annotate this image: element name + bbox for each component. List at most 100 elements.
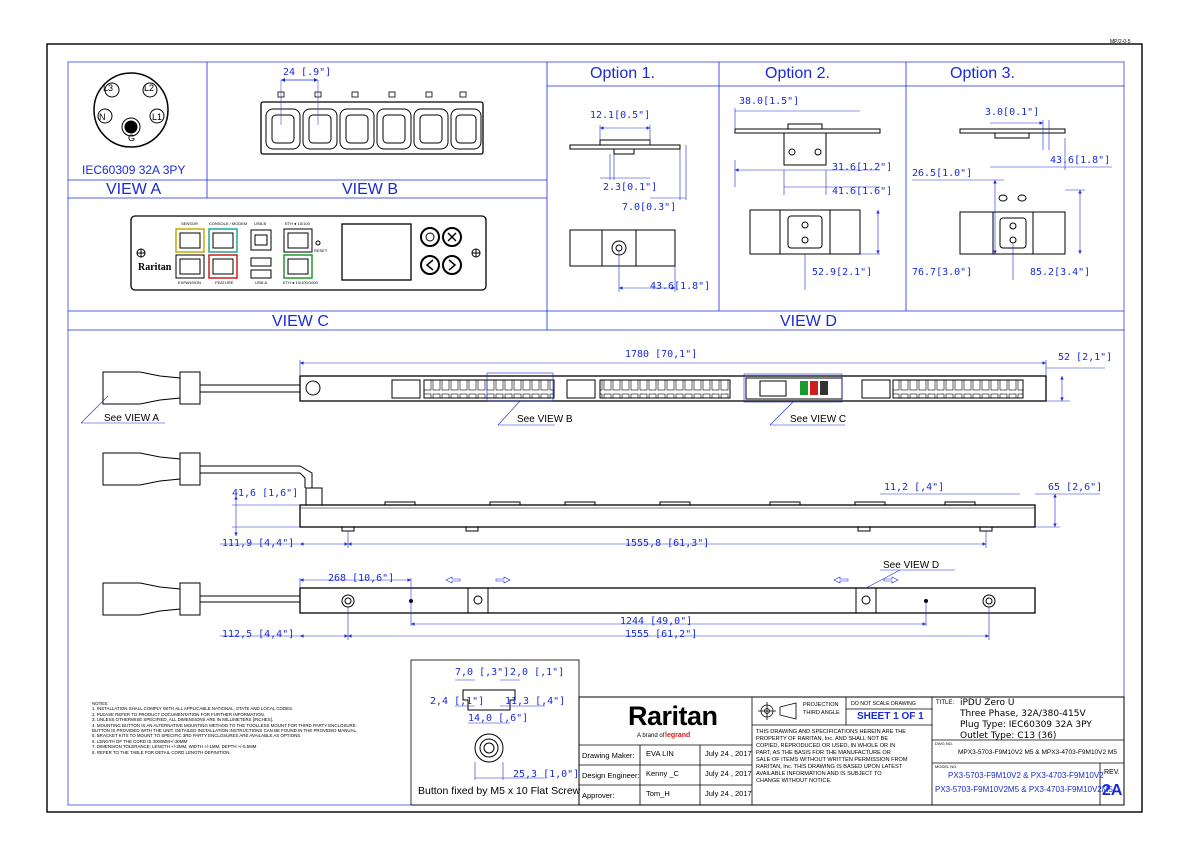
back-dim-pitch: 1555 [61,2"]: [625, 629, 698, 640]
dwg-label: DWG NO.: [935, 741, 953, 746]
back-dim-268: 268 [10,6"]: [328, 573, 395, 584]
pin-label-l3: L3: [103, 83, 114, 93]
view-a-label: VIEW A: [106, 181, 162, 198]
note-line: 7. DIMENSION TOLERANCE: LENGTH +/-3MM, W…: [92, 744, 257, 750]
panel-brand: Raritan: [138, 262, 172, 273]
btn-dim-1: 7,0 [,3"]: [455, 667, 510, 678]
option-1-drawing: [569, 125, 687, 292]
side-dim-depth: 65 [2,6"]: [1048, 482, 1103, 493]
option-1-title: Option 1.: [590, 65, 655, 82]
pin-label-l1: L1: [152, 112, 163, 122]
btn-dim-4: 11,3 [,4"]: [505, 696, 566, 707]
notes-title: NOTES:: [92, 701, 109, 706]
top-views-grid: [68, 62, 1124, 331]
back-dim-offset: 112,5 [4,4"]: [222, 629, 295, 640]
port-label-reset: RESET: [314, 248, 328, 253]
side-view-pdu: [102, 452, 1100, 548]
disclaimer-line: CHANGE WITHOUT NOTICE.: [756, 778, 832, 784]
btn-dim-5: 14,0 [,6"]: [468, 713, 529, 724]
logo-legrand: legrand: [665, 732, 691, 739]
btn-dim-2: 2,0 [,1"]: [510, 667, 565, 678]
opt2-dim-3: 41.6[1.6"]: [832, 186, 893, 197]
disclaimer-block: THIS DRAWING AND SPECIFICATIONS HEREIN A…: [756, 729, 932, 785]
disclaimer-line: SALE OF ITEMS WITHOUT WRITTEN PERMISSION…: [756, 757, 908, 763]
button-detail: [410, 659, 580, 806]
see-view-b: See VIEW B: [517, 414, 573, 425]
row-name: EVA LIN: [646, 749, 674, 758]
disclaimer-line: COPIED, REPRODUCED OR USED, IN WHOLE OR …: [756, 743, 896, 749]
row-date: July 24 , 2017: [705, 789, 752, 798]
projection-line-2: THIRD ANGLE: [803, 710, 840, 716]
opt2-dim-4: 52.9[2.1"]: [812, 267, 873, 278]
outer-frame: [46, 43, 1143, 813]
opt1-dim-3: 7.0[0.3"]: [622, 202, 677, 213]
model-label: MODEL NO.: [935, 764, 958, 769]
side-dim-offset: 111,9 [4,4"]: [222, 538, 295, 549]
back-dim-1244: 1244 [49,0"]: [620, 616, 693, 627]
row-role: Design Engineer:: [582, 771, 640, 780]
btn-dim-3: 2,4 [,1"]: [430, 696, 485, 707]
row-role: Approver:: [582, 791, 615, 800]
disclaimer-line: THIS DRAWING AND SPECIFICATIONS HEREIN A…: [756, 729, 907, 735]
note-line: 4. MOUNTING BUTTON IS AN ALTERNATIVE MOU…: [92, 722, 357, 728]
disclaimer-line: RARITAN, Inc. THIS DRAWING IS BASED UPON…: [756, 764, 903, 770]
see-view-d: See VIEW D: [883, 560, 940, 571]
pin-label-l2: L2: [144, 83, 155, 93]
title-line-2: Three Phase, 32A/380-415V: [960, 709, 1086, 719]
front-dim-width: 52 [2,1"]: [1058, 352, 1113, 363]
notes-block: NOTES: 1. INSTALLATION SHALL COMPLY WITH…: [92, 701, 412, 755]
option-3-title: Option 3.: [950, 65, 1015, 82]
back-view-pdu: [102, 569, 1036, 640]
title-block-grid: [578, 696, 1125, 806]
view-a-plug-face: [93, 72, 169, 148]
disclaimer-line: PROPERTY OF RARITAN, Inc. AND SHALL NOT …: [756, 736, 889, 742]
rev-value: 2A: [1102, 782, 1123, 799]
disclaimer-line: PART, AS THE BASIS FOR THE MANUFACTURE O…: [756, 750, 891, 756]
do-not-scale: DO NOT SCALE DRAWING: [851, 701, 916, 707]
button-caption: Button fixed by M5 x 10 Flat Screw: [418, 785, 581, 797]
note-line: 3. UNLESS OTHERWISE SPECIFIED, ALL DIMEN…: [92, 717, 274, 723]
sheet-tag: MP/2-0-5: [1110, 39, 1131, 45]
front-dim-length: 1780 [70,1"]: [625, 349, 698, 360]
port-label-eth: ETH ● 10/100: [285, 221, 310, 226]
note-line: 6. LENGTH OF THE CORD IS 3000MM+/-30MM: [92, 738, 188, 744]
opt2-dim-2: 31.6[1.2"]: [832, 162, 893, 173]
plug-caption: IEC60309 32A 3PY: [82, 163, 186, 177]
opt1-dim-4: 43.6[1.8"]: [650, 281, 711, 292]
opt2-dim-1: 38.0[1.5"]: [739, 96, 800, 107]
port-label-usb-a: USB-A: [255, 280, 268, 285]
opt1-dim-2: 2.3[0.1"]: [603, 182, 658, 193]
port-label-usb-b: USB-B: [254, 221, 267, 226]
rev-label: REV.: [1104, 769, 1120, 776]
opt3-dim-1: 3.0[0.1"]: [985, 107, 1040, 118]
note-line: 5. BRACKET KITS TO MOUNT TO SPECIFIC 3RD…: [92, 733, 302, 739]
view-b-dim-width: 24 [.9"]: [283, 67, 332, 78]
note-line: 2. PLEASE REFER TO PRODUCT DOCUMENTATION…: [92, 711, 265, 717]
projection-line-1: PROJECTION: [803, 702, 839, 708]
option-2-title: Option 2.: [765, 65, 830, 82]
title-line-1: iPDU Zero U: [960, 698, 1015, 708]
logo-sub: A brand of: [637, 733, 665, 739]
note-line: 1. INSTALLATION SHALL COMPLY WITH ALL AP…: [92, 706, 294, 712]
option-2-drawing: [734, 108, 881, 290]
row-name: Kenny _C: [646, 769, 679, 778]
port-label-sensor: SENSOR: [181, 221, 198, 226]
row-date: July 24 , 2017: [705, 769, 752, 778]
pin-label-n: N: [99, 112, 106, 122]
projection-symbol: [758, 702, 797, 720]
note-line: BUTTON IS PROVIDED WITH THE UNIT. DETAIL…: [92, 728, 358, 734]
view-c-label: VIEW C: [272, 313, 329, 330]
pin-label-g: G: [128, 133, 136, 143]
row-role: Drawing Maker:: [582, 751, 635, 760]
side-dim-height: 41,6 [1,6"]: [232, 488, 299, 499]
opt3-dim-3: 26.5[1.0"]: [912, 168, 973, 179]
port-label-console: CONSOLE / MODEM: [209, 221, 248, 226]
row-name: Tom_H: [646, 789, 670, 798]
raritan-logo: Raritan: [628, 701, 718, 731]
btn-dim-6: 25,3 [1,0"]: [513, 769, 580, 780]
side-dim-small: 11,2 [,4"]: [884, 482, 945, 493]
option-3-drawing: [912, 120, 1112, 280]
model-number-2: PX3-5703-F9M10V2M5 & PX3-4703-F9M10V2M5: [935, 785, 1113, 794]
note-line: 8. REFER TO THE TABLE FOR DETAIL CORD LE…: [92, 749, 231, 755]
